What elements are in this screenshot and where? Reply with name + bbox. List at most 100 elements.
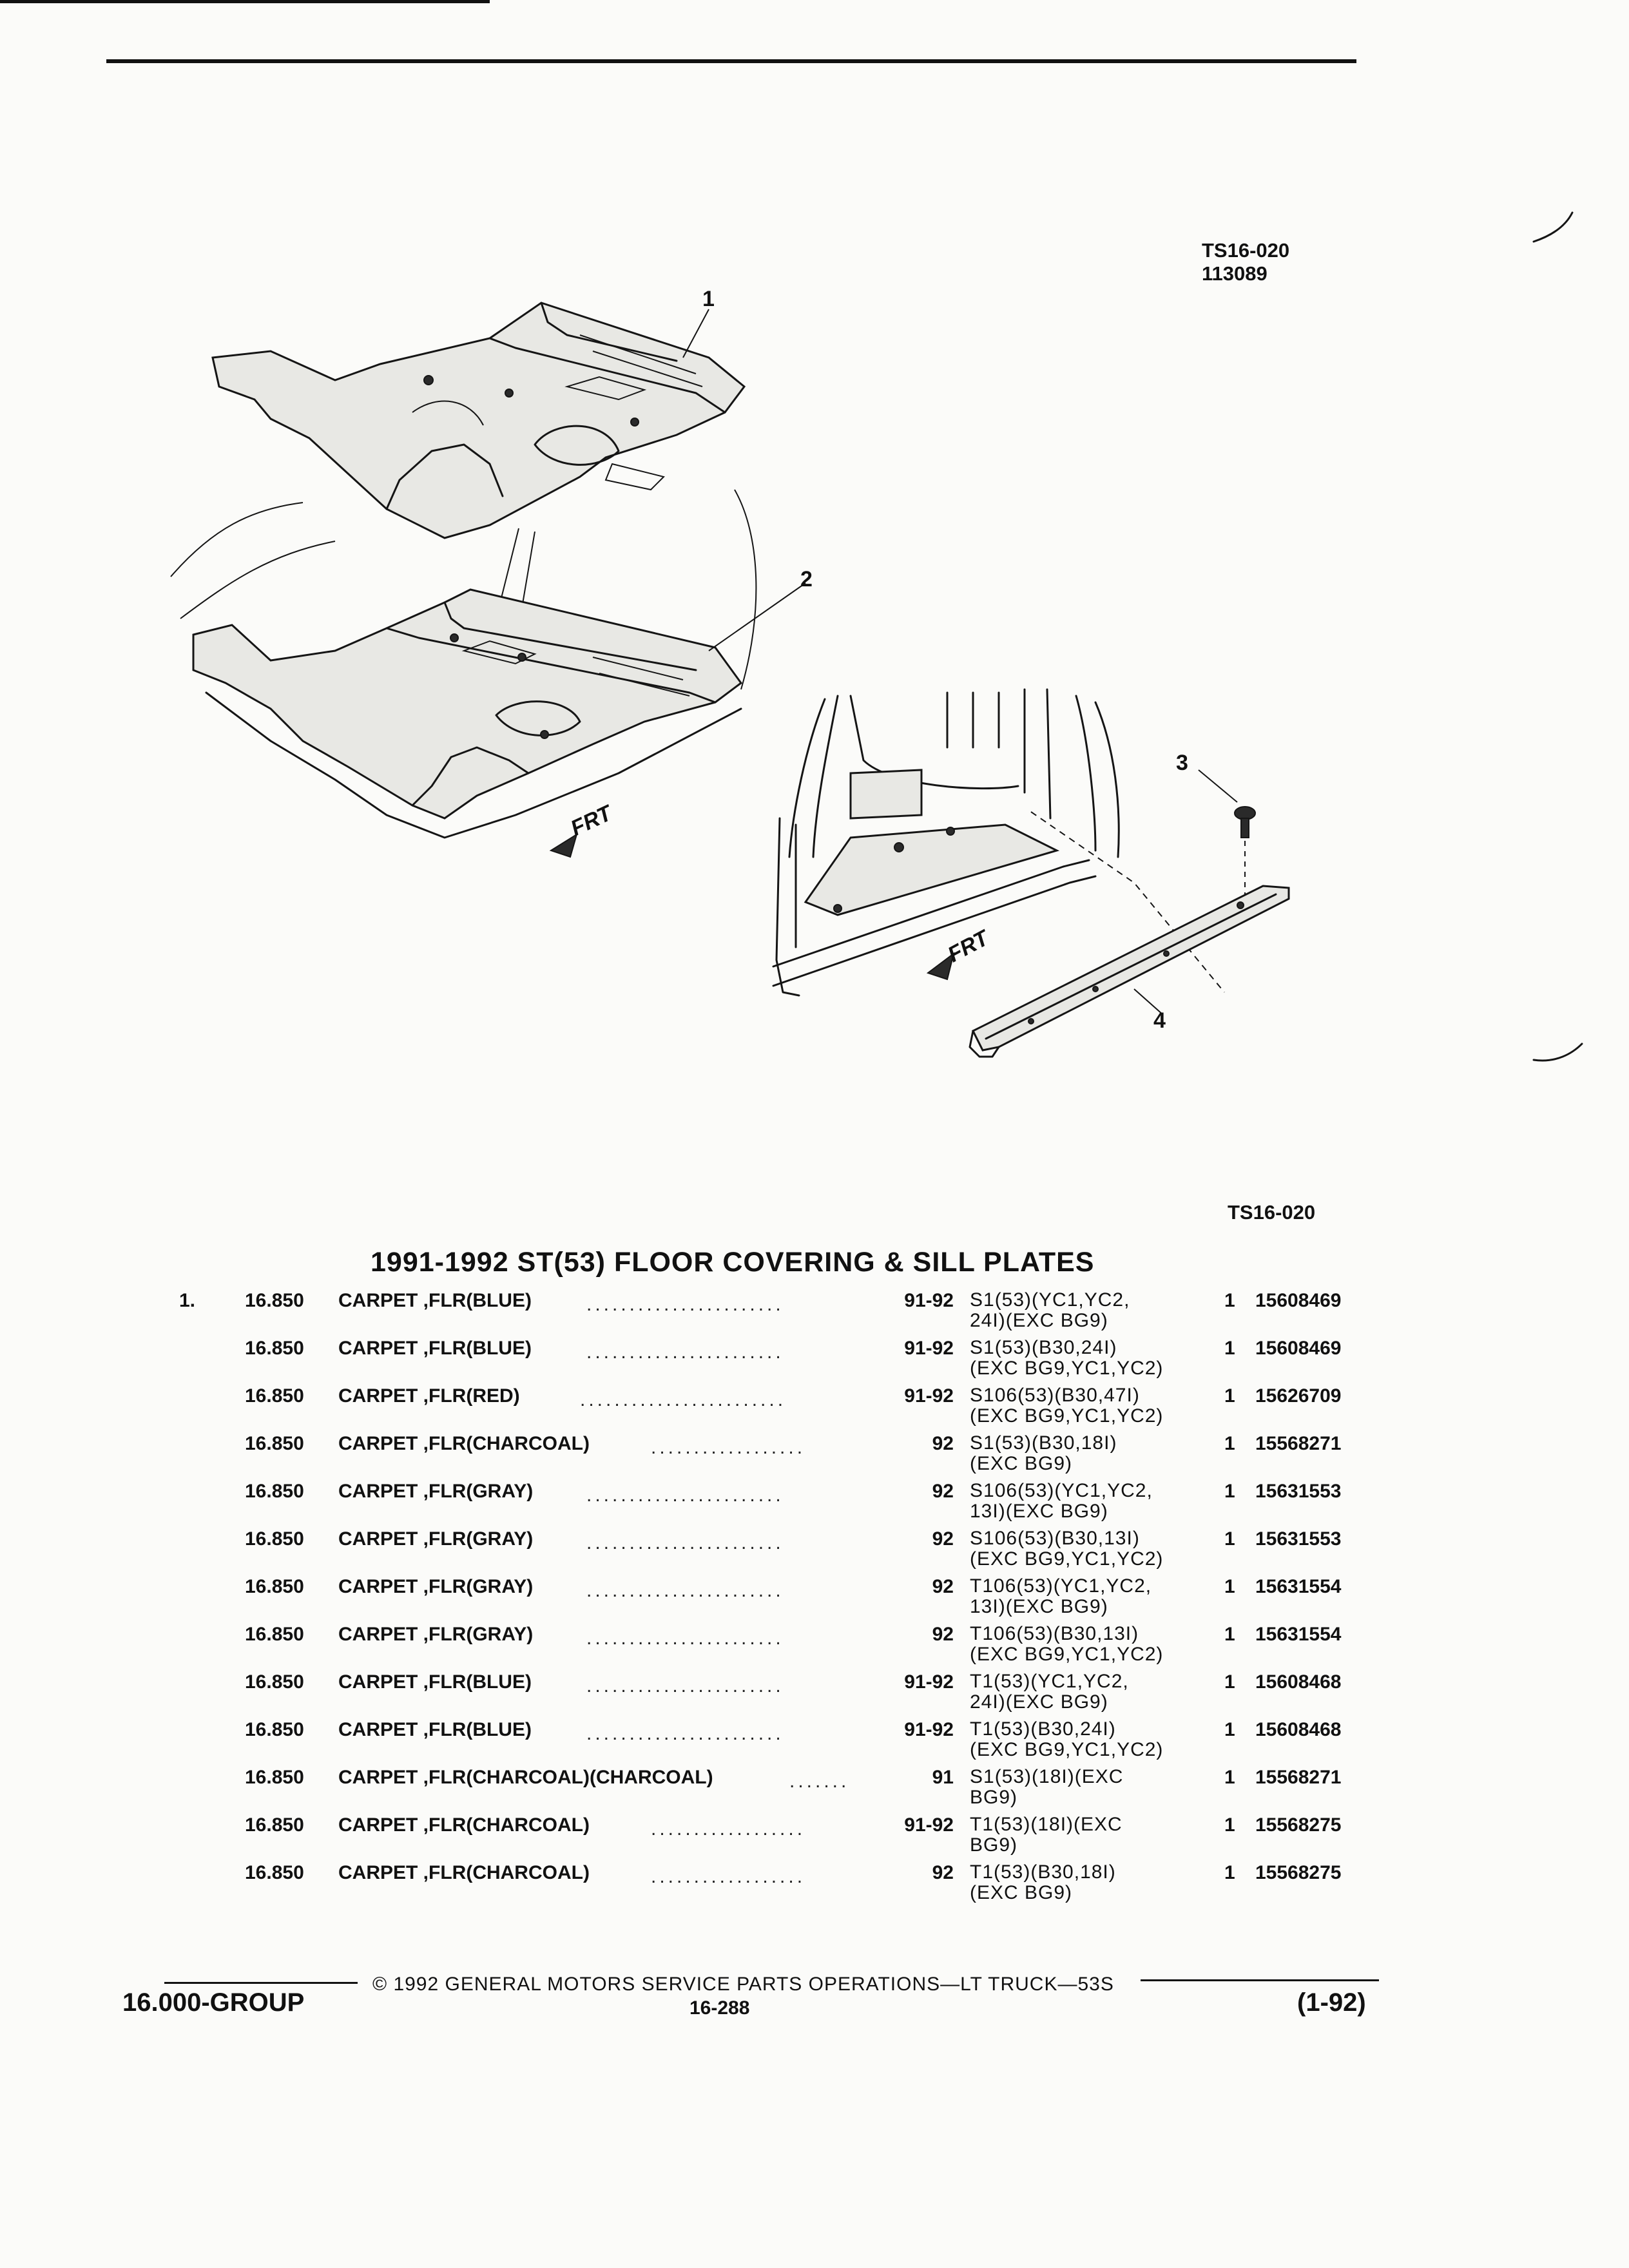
door-sill-drawing <box>772 688 1120 997</box>
model-years: 92 <box>932 1528 954 1550</box>
model-years: 91-92 <box>904 1719 954 1740</box>
part-number: 15631553 <box>1255 1528 1342 1550</box>
margin-mark-2 <box>1532 1043 1583 1062</box>
parts-row: 16.850 CARPET ,FLR(BLUE) ...............… <box>0 1671 1629 1719</box>
model-years: 91 <box>932 1767 954 1788</box>
quantity: 1 <box>1224 1528 1235 1550</box>
part-number: 15608469 <box>1255 1338 1342 1359</box>
group-number: 16.850 <box>245 1814 304 1836</box>
model-years: 91-92 <box>904 1671 954 1693</box>
part-description: CARPET ,FLR(GRAY) <box>338 1576 534 1597</box>
group-number: 16.850 <box>245 1433 304 1454</box>
top-edge-rule <box>0 0 490 3</box>
part-description: CARPET ,FLR(RED) <box>338 1385 520 1407</box>
group-number: 16.850 <box>245 1624 304 1645</box>
leader-dots: ....................... <box>586 1294 784 1315</box>
usage-code: T1(53)(18I)(EXC BG9) <box>970 1814 1123 1856</box>
quantity: 1 <box>1224 1814 1235 1836</box>
usage-code: S106(53)(B30,13I) (EXC BG9,YC1,YC2) <box>970 1528 1164 1570</box>
footer-revision-date: (1-92) <box>1297 1988 1366 2017</box>
leader-dots: ....................... <box>586 1341 784 1363</box>
part-description: CARPET ,FLR(BLUE) <box>338 1338 532 1359</box>
usage-code: S1(53)(18I)(EXC BG9) <box>970 1766 1124 1808</box>
callout-1: 1 <box>702 287 715 311</box>
usage-code: T106(53)(YC1,YC2, 13I)(EXC BG9) <box>970 1575 1152 1617</box>
leader-dots: ....................... <box>586 1675 784 1696</box>
quantity: 1 <box>1224 1767 1235 1788</box>
parts-row: 16.850 CARPET ,FLR(BLUE) ...............… <box>0 1338 1629 1385</box>
usage-code: S106(53)(YC1,YC2, 13I)(EXC BG9) <box>970 1480 1153 1522</box>
part-number: 15631554 <box>1255 1576 1342 1597</box>
sill-plate-drawing <box>969 885 1290 1058</box>
usage-code: T1(53)(B30,18I) (EXC BG9) <box>970 1861 1116 1903</box>
parts-row: 16.850 CARPET ,FLR(RED) ................… <box>0 1385 1629 1433</box>
frt-arrow-1 <box>549 832 578 858</box>
leader-dots: ....... <box>789 1771 850 1792</box>
part-number: 15631554 <box>1255 1624 1342 1645</box>
part-description: CARPET ,FLR(CHARCOAL) <box>338 1433 590 1454</box>
model-years: 92 <box>932 1433 954 1454</box>
parts-row: 16.850 CARPET ,FLR(BLUE) ...............… <box>0 1719 1629 1767</box>
group-number: 16.850 <box>245 1767 304 1788</box>
header-rule <box>106 59 1356 63</box>
parts-row: 16.850 CARPET ,FLR(GRAY) ...............… <box>0 1624 1629 1671</box>
parts-row: 16.850 CARPET ,FLR(GRAY) ...............… <box>0 1576 1629 1624</box>
quantity: 1 <box>1224 1624 1235 1645</box>
callout-4: 4 <box>1153 1008 1166 1033</box>
footer-group-label: 16.000-GROUP <box>122 1988 305 2017</box>
parts-illustration <box>170 211 1583 1062</box>
footer-page-number: 16-288 <box>689 1997 750 2019</box>
group-number: 16.850 <box>245 1671 304 1693</box>
part-description: CARPET ,FLR(BLUE) <box>338 1719 532 1740</box>
leader-dots: ....................... <box>586 1532 784 1553</box>
parts-row: 16.850 CARPET ,FLR(CHARCOAL)(CHARCOAL) .… <box>0 1767 1629 1814</box>
parts-row: 1. 16.850 CARPET ,FLR(BLUE) ............… <box>0 1290 1629 1338</box>
floor-pan-drawing <box>170 489 757 839</box>
model-years: 92 <box>932 1481 954 1502</box>
leader-dots: ....................... <box>586 1485 784 1506</box>
part-description: CARPET ,FLR(CHARCOAL)(CHARCOAL) <box>338 1767 713 1788</box>
group-number: 16.850 <box>245 1338 304 1359</box>
leader-dots: .................. <box>651 1437 806 1458</box>
model-years: 91-92 <box>904 1814 954 1836</box>
model-years: 92 <box>932 1862 954 1883</box>
usage-code: S106(53)(B30,47I) (EXC BG9,YC1,YC2) <box>970 1385 1164 1427</box>
group-number: 16.850 <box>245 1481 304 1502</box>
part-description: CARPET ,FLR(CHARCOAL) <box>338 1814 590 1836</box>
part-number: 15608469 <box>1255 1290 1342 1311</box>
model-years: 92 <box>932 1624 954 1645</box>
quantity: 1 <box>1224 1481 1235 1502</box>
part-description: CARPET ,FLR(BLUE) <box>338 1671 532 1693</box>
quantity: 1 <box>1224 1862 1235 1883</box>
usage-code: T1(53)(B30,24I) (EXC BG9,YC1,YC2) <box>970 1718 1164 1760</box>
usage-code: S1(53)(B30,18I) (EXC BG9) <box>970 1432 1117 1474</box>
part-number: 15608468 <box>1255 1719 1342 1740</box>
screw-drawing <box>1198 769 1256 899</box>
group-number: 16.850 <box>245 1862 304 1883</box>
callout-1-leader <box>682 309 709 358</box>
frt-arrow-2 <box>926 952 955 981</box>
ref-code-below: TS16-020 <box>1228 1201 1316 1224</box>
parts-row: 16.850 CARPET ,FLR(GRAY) ...............… <box>0 1481 1629 1528</box>
parts-row: 16.850 CARPET ,FLR(CHARCOAL) ...........… <box>0 1814 1629 1862</box>
footer-copyright: © 1992 GENERAL MOTORS SERVICE PARTS OPER… <box>372 1974 1114 1995</box>
leader-dots: ....................... <box>586 1723 784 1744</box>
footer-rule-right <box>1141 1979 1379 1981</box>
leader-dots: ....................... <box>586 1628 784 1649</box>
callout-2-leader <box>708 582 806 651</box>
group-number: 16.850 <box>245 1528 304 1550</box>
quantity: 1 <box>1224 1671 1235 1693</box>
leader-dots: ........................ <box>580 1389 787 1410</box>
parts-row: 16.850 CARPET ,FLR(CHARCOAL) ...........… <box>0 1862 1629 1910</box>
callout-2: 2 <box>800 567 813 591</box>
quantity: 1 <box>1224 1290 1235 1311</box>
ref-number: 113089 <box>1202 262 1268 285</box>
part-number: 15568271 <box>1255 1433 1342 1454</box>
part-number: 15631553 <box>1255 1481 1342 1502</box>
model-years: 91-92 <box>904 1385 954 1407</box>
part-number: 15568275 <box>1255 1814 1342 1836</box>
parts-row: 16.850 CARPET ,FLR(CHARCOAL) ...........… <box>0 1433 1629 1481</box>
quantity: 1 <box>1224 1719 1235 1740</box>
item-number: 1. <box>179 1290 196 1311</box>
usage-code: T106(53)(B30,13I) (EXC BG9,YC1,YC2) <box>970 1623 1164 1665</box>
